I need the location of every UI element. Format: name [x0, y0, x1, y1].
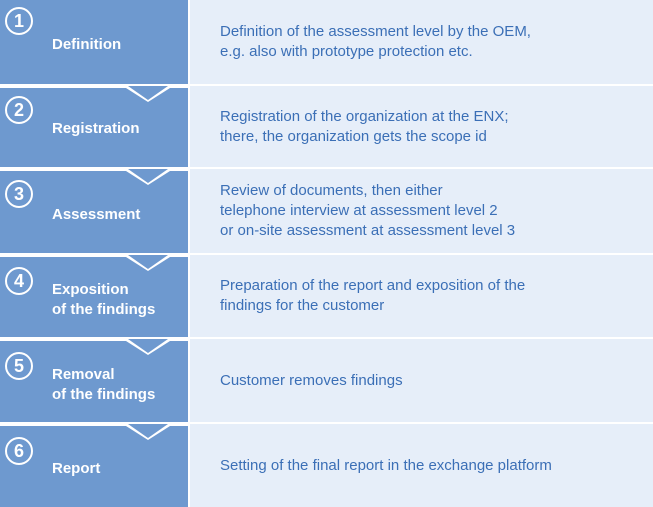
step-4-description: Preparation of the report and exposition… — [220, 255, 645, 337]
step-6-title-line: Report — [52, 460, 101, 477]
step-2-description-line: Registration of the organization at the … — [220, 107, 509, 125]
step-2-label-panel — [0, 86, 188, 167]
step-3-title: Assessment — [52, 205, 140, 225]
step-3-label-panel — [0, 169, 188, 253]
step-3-description: Review of documents, then either telepho… — [220, 169, 645, 253]
step-5-title: Removal of the findings — [52, 365, 155, 405]
step-5-label-panel — [0, 339, 188, 422]
step-3-title-line: Assessment — [52, 206, 141, 223]
chevron-down-icon — [0, 424, 188, 440]
step-6: 6 Report Setting of the final report in … — [0, 424, 653, 507]
step-1-description-line: e.g. also with prototype protection etc. — [220, 43, 473, 60]
step-4-title-line: of the findings — [52, 301, 156, 318]
step-2-number-badge: 2 — [5, 96, 33, 124]
step-4-description-panel — [190, 255, 653, 337]
step-4-description-line: Preparation of the report and exposition… — [220, 277, 526, 294]
step-1-number-badge: 1 — [5, 7, 33, 35]
step-3-description-line: or on-site assessment at assessment leve… — [220, 222, 516, 239]
step-5-description: Customer removes findings — [220, 339, 645, 422]
step-5: 5 Removal of the findings Customer remov… — [0, 339, 653, 422]
chevron-down-icon — [0, 339, 188, 355]
step-5-description-line: Customer removes findings — [220, 371, 403, 389]
step-2-description: Registration of the organization at the … — [220, 86, 645, 167]
step-6-description: Setting of the final report in the excha… — [220, 424, 645, 507]
step-5-title-line: of the findings — [52, 386, 156, 403]
step-5-number-badge: 5 — [5, 352, 33, 380]
step-1-description: Definition of the assessment level by th… — [220, 0, 645, 84]
step-4: 4 Exposition of the findings Preparation… — [0, 255, 653, 337]
step-6-description-line: Setting of the final report in the excha… — [220, 456, 552, 474]
step-3-number-badge: 3 — [5, 180, 33, 208]
step-1: 1 Definition Definition of the assessmen… — [0, 0, 653, 84]
step-2-title: Registration — [52, 119, 140, 139]
step-4-number-badge: 4 — [5, 267, 33, 295]
chevron-down-icon — [0, 86, 188, 102]
step-4-title: Exposition of the findings — [52, 280, 155, 320]
step-2-description-line: there, the organization gets the scope i… — [220, 127, 487, 145]
step-1-title: Definition — [52, 35, 121, 55]
step-4-title-line: Exposition — [52, 281, 129, 298]
chevron-down-icon — [0, 169, 188, 185]
step-6-title: Report — [52, 459, 100, 479]
step-3-description-panel — [190, 169, 653, 253]
step-4-description-line: findings for the customer — [220, 297, 385, 314]
step-5-description-panel — [190, 339, 653, 422]
step-2-title-line: Registration — [52, 120, 140, 137]
step-1-description-panel — [190, 0, 653, 84]
step-5-title-line: Removal — [52, 366, 115, 383]
step-3-description-line: Review of documents, then either — [220, 182, 443, 199]
step-6-description-panel — [190, 424, 653, 507]
step-3: 3 Assessment Review of documents, then e… — [0, 169, 653, 253]
step-1-title-line: Definition — [52, 36, 122, 53]
step-2-description-panel — [190, 86, 653, 167]
step-3-description-line: telephone interview at assessment level … — [220, 202, 498, 219]
chevron-down-icon — [0, 255, 188, 271]
step-1-description-line: Definition of the assessment level by th… — [220, 23, 531, 40]
step-6-label-panel — [0, 424, 188, 507]
step-4-label-panel — [0, 255, 188, 337]
step-6-number-badge: 6 — [5, 437, 33, 465]
step-2: 2 Registration Registration of the organ… — [0, 86, 653, 167]
